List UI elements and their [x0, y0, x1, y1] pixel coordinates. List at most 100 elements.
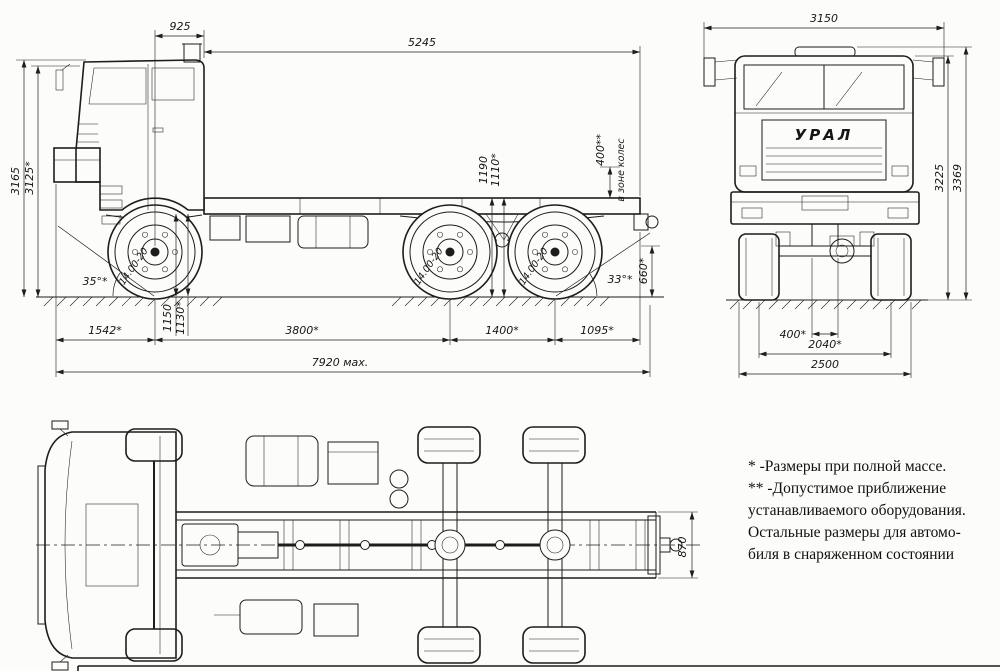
departure-angle: 33°* [555, 232, 651, 297]
note-line: Остальные размеры для автомо- [748, 524, 961, 541]
wheel-front-view [870, 233, 912, 301]
battery-box-top [313, 603, 359, 637]
svg-text:3369: 3369 [951, 164, 964, 192]
rear-side-window [151, 67, 195, 101]
fuel-tank [297, 215, 369, 249]
approach-angle: 35°* [57, 225, 155, 297]
note-line: * -Размеры при полной массе. [748, 458, 947, 475]
differential [539, 529, 571, 561]
muffler-top [239, 599, 303, 635]
dim-width-over-mirrors: 3150 [703, 12, 945, 58]
dim-front-frame-height: 1150 [161, 214, 179, 336]
grille [761, 119, 887, 181]
roof-hatch-top [85, 503, 139, 587]
sheet-border [77, 665, 1000, 671]
wheel-front-view [738, 233, 780, 301]
note-line: биля в снаряженном состоянии [748, 546, 955, 563]
svg-text:660*: 660* [637, 257, 650, 284]
dim-frame-width: 870 [658, 511, 698, 579]
dim-wheelbase-label: 3800* [285, 324, 319, 337]
dim-cab-to-axle: 925 [154, 20, 205, 246]
differential [829, 238, 855, 264]
svg-text:5245: 5245 [408, 36, 436, 49]
license-plate-area [801, 195, 849, 211]
wiper-icon [835, 71, 863, 107]
door-window [88, 67, 147, 105]
mirror-icon [703, 57, 716, 87]
svg-text:400*: 400* [780, 328, 807, 341]
dim-overall-height-front: 3369 [857, 46, 972, 301]
bumper [730, 191, 920, 225]
dim-bogie-base-label: 1400* [485, 324, 519, 337]
dim-rear-frame-height: 660* [637, 245, 660, 297]
driveline [181, 523, 571, 567]
dim-overall-length: 7920 мах. [55, 305, 651, 377]
mirror-icon [932, 57, 945, 87]
dim-track-width: 2040* [758, 302, 892, 358]
dim-frame-height: 1190 [477, 156, 495, 297]
muffler [209, 215, 241, 241]
svg-text:1130*: 1130* [174, 301, 187, 335]
wiper-icon [755, 71, 783, 107]
ground-hatch [43, 296, 610, 307]
svg-text:2040*: 2040* [808, 338, 842, 351]
svg-text:3225: 3225 [933, 164, 946, 192]
dim-rear-overhang-label: 1095* [580, 324, 614, 337]
note-line: устанавливаемого оборудования. [748, 502, 966, 519]
svg-text:3150: 3150 [810, 12, 838, 25]
front-bumper [53, 147, 101, 183]
cab-side-view [53, 43, 205, 225]
svg-text:870: 870 [676, 537, 689, 558]
cab-front-view: УРАЛ [703, 46, 945, 225]
mirror-icon [55, 69, 64, 91]
dim-front-frame-height-laden: 1130* [174, 214, 191, 336]
approach-angle-label: 35°* [83, 275, 108, 288]
front-bumper-top [37, 465, 45, 625]
cab-step [101, 215, 121, 225]
dim-overall-height-laden: 3125* [23, 65, 80, 297]
mounted-equipment [214, 435, 409, 637]
dim-equipment-clearance: 400** в зоне колес [594, 134, 627, 202]
dim-overall-height: 3165 [9, 59, 86, 297]
battery-box [245, 215, 291, 243]
tow-hook-icon [645, 215, 659, 229]
svg-text:1150: 1150 [161, 304, 174, 332]
top-view: 870 [36, 420, 700, 671]
ground-hatch [729, 299, 922, 310]
svg-text:400**: 400** [594, 134, 607, 166]
dim-overall-width: 2500 [738, 302, 912, 378]
fog-light-icon [741, 207, 763, 219]
tow-hitch [633, 213, 649, 231]
fuel-tank-top [245, 435, 319, 487]
dim-chain: 1542* 3800* 1400* 1095* [55, 184, 641, 345]
svg-text:3165: 3165 [9, 167, 22, 195]
dim-frame-height-laden: 1110* [489, 153, 507, 297]
cab-step [99, 185, 123, 195]
front-axle [738, 224, 912, 301]
crossmember [635, 519, 646, 571]
fog-light-icon [887, 207, 909, 219]
note-line: ** -Допустимое приближение [748, 480, 947, 497]
dim-front-overhang-label: 1542* [88, 324, 122, 337]
tool-box [327, 441, 379, 485]
svg-text:1190: 1190 [477, 156, 490, 184]
svg-text:7920 мах.: 7920 мах. [312, 356, 369, 369]
grille-badge: УРАЛ [795, 126, 854, 144]
front-view: УРАЛ 3150 [703, 12, 972, 378]
svg-text:1110*: 1110* [489, 153, 502, 187]
dim-frame-rail-spacing: 400* [780, 258, 839, 341]
crossmember [589, 519, 600, 571]
dim-cab-height: 3225 [915, 55, 954, 300]
svg-text:2500: 2500 [811, 358, 839, 371]
door-handle [152, 127, 164, 133]
side-view: 35°* 33°* 14.00-20 14.00-20 14.00-20 925… [9, 20, 664, 377]
air-tank-icon [389, 469, 409, 489]
svg-text:3125*: 3125* [23, 161, 36, 195]
mirror-icon [51, 661, 69, 671]
svg-text:925: 925 [170, 20, 191, 33]
cab-top-view [37, 420, 177, 671]
headlight-icon [739, 165, 757, 177]
departure-angle-label: 33°* [608, 273, 633, 286]
